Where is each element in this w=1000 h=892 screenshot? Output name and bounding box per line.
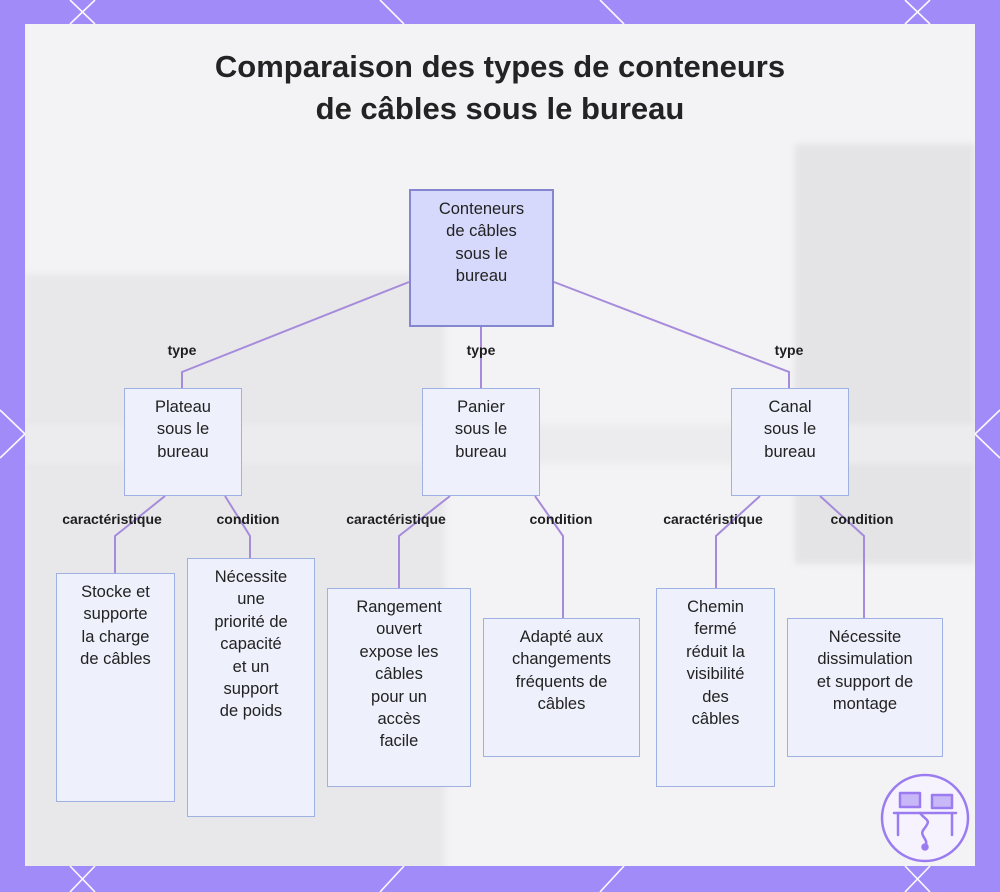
edge-label-characteristic-3: caractéristique — [663, 511, 763, 527]
edge-label-type-1: type — [167, 342, 197, 358]
leaf-line: pour un — [371, 687, 427, 706]
condition-node-plateau: Nécessite une priorité de capacité et un… — [187, 558, 315, 817]
leaf-line: Nécessite — [214, 568, 288, 586]
leaf-line: câbles — [375, 665, 423, 684]
leaf-line: visibilité — [686, 665, 745, 684]
desk-cable-icon — [880, 773, 970, 863]
leaf-line: de câbles — [80, 650, 151, 669]
condition-node-panier: Adapté aux changements fréquents de câbl… — [483, 618, 640, 757]
leaf-line: accès — [377, 710, 421, 729]
leaf-line: une — [237, 590, 265, 609]
leaf-line: réduit la — [686, 642, 745, 661]
root-node: Conteneurs de câbles sous le bureau — [409, 189, 554, 327]
leaf-line: câbles — [537, 695, 586, 714]
leaf-line: capacité — [220, 635, 282, 654]
edge-label-characteristic-2: caractéristique — [346, 511, 446, 527]
leaf-line: supporte — [83, 605, 148, 624]
edge-plateau-to-condition — [224, 495, 251, 558]
leaf-line: Adapté aux — [519, 628, 604, 646]
leaf-line: de poids — [219, 702, 283, 721]
leaf-line: ouvert — [376, 620, 422, 639]
leaf-line: support — [223, 680, 279, 699]
type-line: sous le — [454, 420, 508, 439]
leaf-line: montage — [832, 695, 898, 714]
edge-panier-to-characteristic — [398, 495, 451, 588]
edge-label-condition-1: condition — [216, 511, 280, 527]
type-line: Canal — [768, 398, 812, 416]
characteristic-node-canal: Chemin fermé réduit la visibilité des câ… — [656, 588, 775, 787]
root-line: Conteneurs — [438, 200, 525, 218]
characteristic-node-panier: Rangement ouvert expose les câbles pour … — [327, 588, 471, 787]
leaf-line: Chemin — [687, 598, 744, 616]
edge-label-characteristic-1: caractéristique — [62, 511, 162, 527]
root-line: bureau — [455, 267, 508, 286]
edge-root-to-plateau — [181, 281, 410, 388]
edge-label-condition-2: condition — [529, 511, 593, 527]
root-line: sous le — [455, 244, 508, 263]
leaf-line: changements — [511, 650, 612, 669]
leaf-line: et support de — [816, 672, 914, 691]
edge-label-type-2: type — [466, 342, 496, 358]
leaf-line: facile — [379, 732, 419, 751]
type-node-canal: Canal sous le bureau — [731, 388, 849, 496]
type-line: bureau — [455, 442, 507, 461]
edge-root-to-canal — [553, 281, 790, 388]
type-line: sous le — [763, 420, 817, 439]
edge-label-condition-3: condition — [830, 511, 894, 527]
type-line: Panier — [457, 398, 505, 416]
leaf-line: fermé — [694, 620, 737, 639]
title-line-2: de câbles sous le bureau — [315, 91, 685, 126]
type-line: Plateau — [155, 398, 211, 416]
characteristic-node-plateau: Stocke et supporte la charge de câbles — [56, 573, 175, 802]
type-node-plateau: Plateau sous le bureau — [124, 388, 242, 496]
leaf-line: Stocke et — [81, 583, 150, 601]
leaf-line: Rangement — [356, 598, 442, 616]
leaf-line: la charge — [81, 627, 150, 646]
edge-panier-to-condition — [534, 495, 564, 618]
edge-plateau-to-characteristic — [114, 495, 166, 573]
leaf-line: et un — [232, 657, 270, 676]
edge-canal-to-characteristic — [715, 495, 761, 588]
diagram-title: Comparaison des types de conteneurs de c… — [0, 46, 1000, 130]
title-line-1: Comparaison des types de conteneurs — [214, 49, 786, 84]
type-line: sous le — [156, 420, 210, 439]
type-line: bureau — [764, 442, 816, 461]
edge-canal-to-condition — [819, 495, 865, 618]
edge-label-type-3: type — [774, 342, 804, 358]
leaf-line: expose les — [359, 642, 439, 661]
root-line: de câbles — [446, 222, 517, 241]
leaf-line: priorité de — [214, 612, 288, 631]
type-node-panier: Panier sous le bureau — [422, 388, 540, 496]
leaf-line: dissimulation — [817, 650, 913, 669]
leaf-line: câbles — [691, 710, 740, 729]
leaf-line: fréquents de — [515, 672, 608, 691]
leaf-line: des — [702, 687, 729, 706]
condition-node-canal: Nécessite dissimulation et support de mo… — [787, 618, 943, 757]
type-line: bureau — [157, 442, 209, 461]
leaf-line: Nécessite — [828, 628, 902, 646]
